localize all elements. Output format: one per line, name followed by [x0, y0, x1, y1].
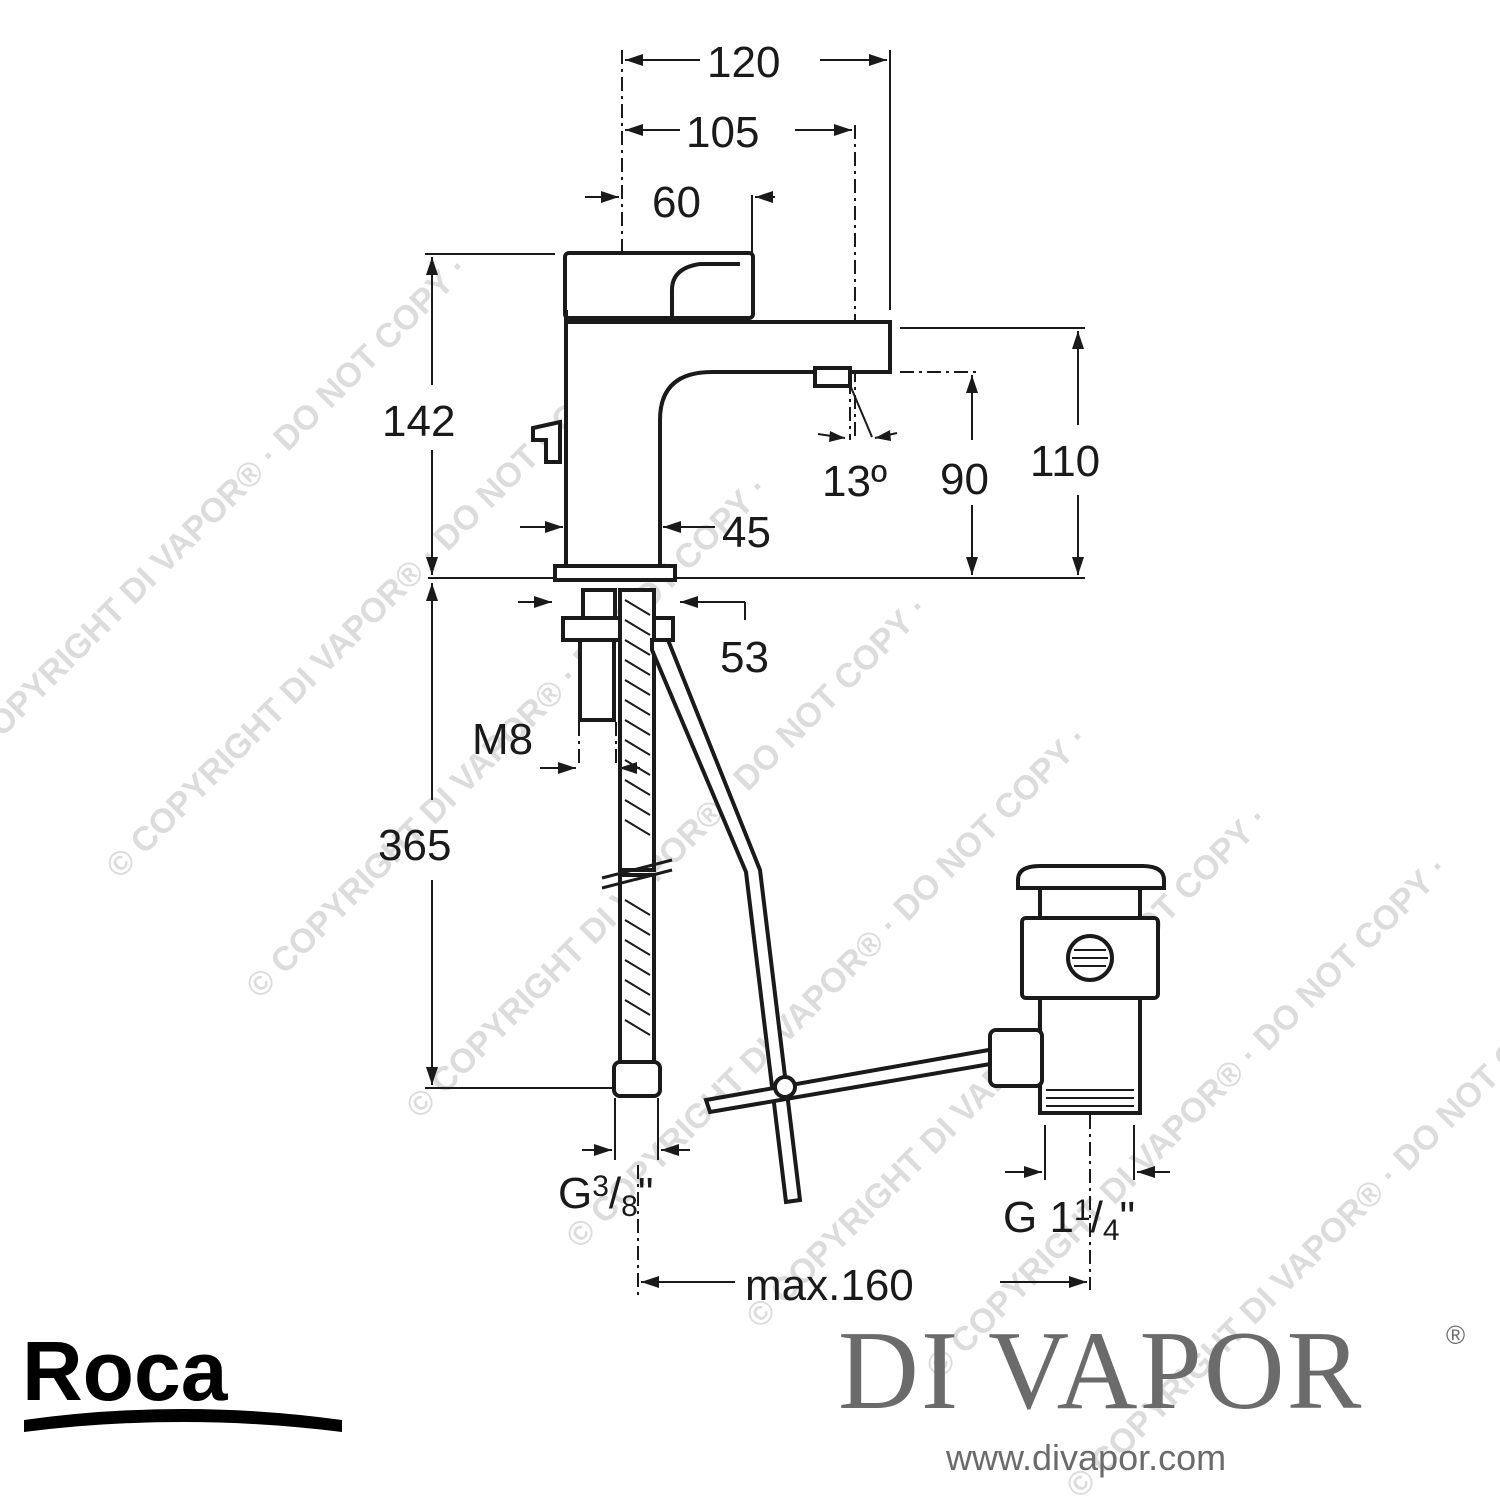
dim-142: 142	[382, 397, 455, 446]
watermark-line-1: © COPYRIGHT DI VAPOR® · DO NOT COPY ·	[0, 249, 476, 786]
dim-105: 105	[686, 108, 759, 157]
dim-110: 110	[1030, 437, 1100, 486]
pop-up-knob	[531, 419, 562, 464]
hose-connector	[612, 1060, 662, 1098]
aerator	[813, 366, 852, 388]
dim-max160: max.160	[745, 1261, 914, 1310]
divapor-url-text: www.divapor.com	[946, 1437, 1226, 1478]
roca-swoosh	[24, 1409, 342, 1432]
spout-body	[564, 310, 892, 577]
waste-flange	[1038, 886, 1142, 920]
dim-365: 365	[378, 821, 451, 870]
watermark-line-7: © COPYRIGHT DI VAPOR® · DO NOT COPY ·	[919, 849, 1456, 1386]
lever-detail	[670, 262, 740, 318]
waste-tail	[1038, 996, 1142, 1115]
dim-g38: G3/8"	[558, 1169, 653, 1223]
roca-logo: Roca	[22, 1328, 342, 1432]
divapor-logo: DI VAPOR ®	[838, 1310, 1465, 1420]
faucet-body	[531, 251, 892, 582]
dim-53: 53	[720, 633, 769, 682]
pop-up-waste: G 11/4" max.160	[637, 864, 1170, 1310]
dim-g114: G 11/4"	[1003, 1193, 1135, 1247]
waste-rod-nut	[988, 1028, 1044, 1088]
roca-wordmark: Roca	[22, 1328, 229, 1418]
waste-cap	[1016, 864, 1166, 890]
height-dimensions: 142 110 90 13º	[382, 253, 1100, 579]
flexible-hose	[618, 588, 656, 872]
divapor-registered-mark: ®	[1446, 1320, 1465, 1350]
dim-60: 60	[652, 178, 701, 227]
divapor-wordmark: DI VAPOR	[838, 1310, 1363, 1420]
dim-120: 120	[707, 38, 780, 87]
lift-rod	[650, 638, 803, 1205]
base-dimensions: 45 53	[518, 508, 771, 682]
threaded-stud	[581, 588, 617, 620]
under-sink-fittings: M8 365 G3/8"	[378, 583, 690, 1223]
stud-lower	[578, 638, 616, 722]
dim-90: 90	[940, 455, 989, 504]
dim-13-degree: 13º	[822, 457, 887, 506]
flexible-hose-lower	[618, 873, 656, 1067]
dim-m8: M8	[472, 715, 533, 764]
divapor-website: www.divapor.com	[946, 1437, 1226, 1478]
dim-45: 45	[722, 508, 771, 557]
base-plate	[553, 564, 677, 582]
